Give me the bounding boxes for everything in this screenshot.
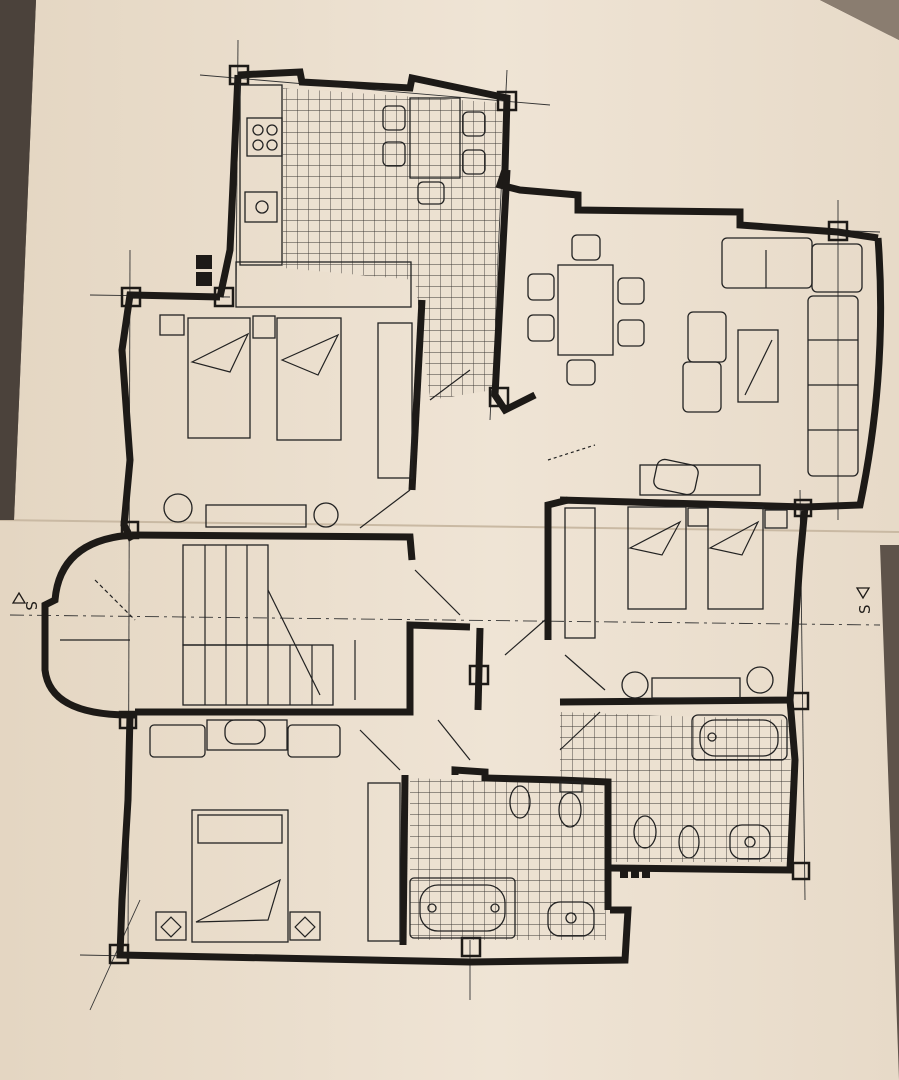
kitchen-tile-floor [283, 88, 503, 400]
kitchen-sink [244, 191, 278, 223]
hall-partition [474, 627, 484, 711]
desk-se [651, 677, 741, 699]
living-room-furniture [527, 234, 863, 496]
staircase [60, 544, 356, 706]
dining-table [557, 264, 614, 356]
columns [108, 64, 849, 965]
kitchen-table [409, 97, 461, 179]
wardrobe-sw [367, 782, 401, 942]
coffee-table [737, 329, 779, 403]
living-west-wall [491, 169, 537, 415]
vent-blocks [196, 255, 650, 878]
kitchen-west-wall [216, 74, 242, 298]
section-marker-left: S [11, 591, 40, 611]
sideboard [639, 464, 761, 496]
kitchen-fixtures [235, 84, 486, 308]
bathroom-left-walls [451, 766, 612, 910]
toilet-left [558, 792, 582, 828]
bedroom-nw-east-wall [408, 299, 426, 491]
living-bay-wall [804, 237, 885, 511]
bathroom-left-tile-floor [410, 778, 606, 940]
bathroom-fixtures [409, 714, 788, 939]
twin-bed-se-right [707, 506, 764, 610]
bedroom-sw-walls [116, 714, 632, 966]
toilet-right [633, 815, 657, 849]
bedroom-se-west-wall [544, 496, 569, 640]
bidet-left [509, 785, 531, 819]
section-label-left: S [22, 601, 40, 611]
bathroom-right-tile-floor [560, 712, 792, 862]
kitchen-counter [239, 84, 283, 266]
bathtub-left [409, 877, 516, 939]
bedroom-southwest-furniture [149, 719, 401, 943]
kitchen-walls [237, 68, 879, 242]
kitchen-lower-cabinets [235, 261, 412, 308]
desk-nw [205, 504, 307, 528]
corner-sofa [807, 295, 859, 477]
twin-bed-se-left [627, 506, 687, 610]
cooktop [246, 117, 283, 157]
page-fold [0, 519, 899, 533]
bathtub-right [691, 714, 788, 761]
bedroom-southeast-furniture [564, 506, 788, 699]
stair-bay-wall [41, 531, 135, 719]
section-marker-right: S [855, 587, 874, 614]
bidet-right [678, 825, 700, 859]
bedroom-nw-south-wall [131, 531, 416, 561]
walls [41, 68, 885, 966]
wardrobe-se [564, 507, 596, 639]
doors [359, 369, 606, 771]
bedroom-sw-east-wall [399, 774, 409, 946]
wardrobe-nw [377, 322, 413, 479]
double-bed [191, 809, 289, 943]
sink-right [729, 824, 771, 860]
bathroom-right-walls [609, 699, 799, 874]
sink-left [547, 901, 595, 937]
section-label-right: S [856, 604, 874, 614]
twin-bed-left [187, 317, 251, 439]
twin-bed-right [276, 317, 342, 441]
bedroom-northwest-furniture [159, 314, 413, 528]
bedroom-nw-walls [118, 291, 221, 542]
stair-south-wall [135, 621, 471, 716]
bedroom-se-walls [559, 496, 809, 706]
